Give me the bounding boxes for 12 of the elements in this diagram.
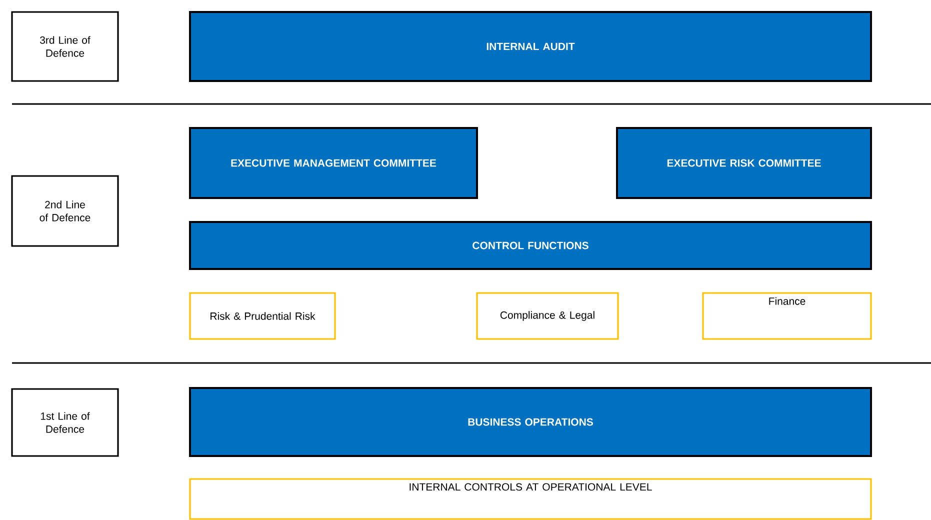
line-of-defence-box: 2nd Line of Defence bbox=[11, 175, 119, 247]
group-box: BUSINESS OPERATIONS bbox=[189, 387, 872, 457]
function-box: Risk & Prudential Risk bbox=[189, 292, 336, 340]
group-box: INTERNAL AUDIT bbox=[189, 11, 872, 82]
group-box: EXECUTIVE RISK COMMITTEE bbox=[616, 127, 872, 199]
function-box: Compliance & Legal bbox=[476, 292, 619, 340]
function-box: INTERNAL CONTROLS AT OPERATIONAL LEVEL bbox=[189, 478, 872, 520]
line-of-defence-box: 1st Line of Defence bbox=[11, 388, 119, 457]
function-box: Finance bbox=[702, 292, 872, 340]
line-of-defence-box: 3rd Line of Defence bbox=[11, 11, 119, 82]
group-box: EXECUTIVE MANAGEMENT COMMITTEE bbox=[189, 127, 478, 199]
group-box: CONTROL FUNCTIONS bbox=[189, 221, 872, 270]
